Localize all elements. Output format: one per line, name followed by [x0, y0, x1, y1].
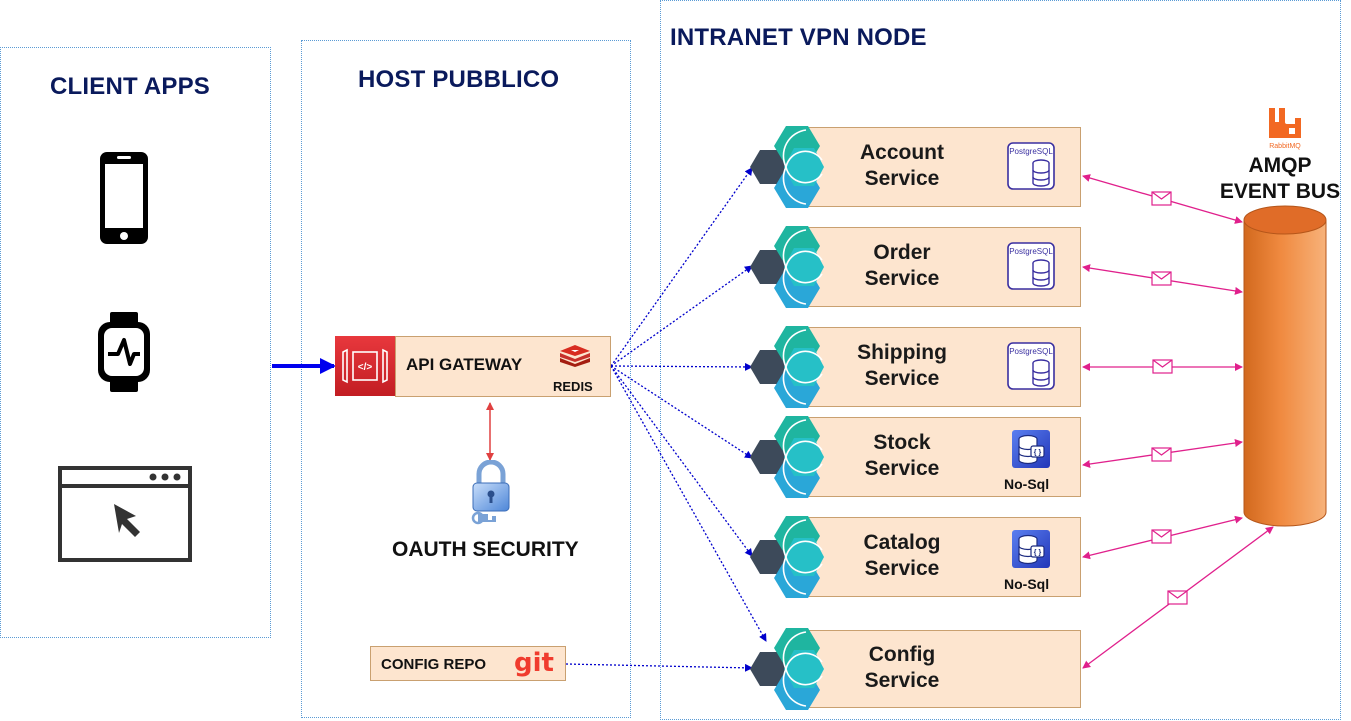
browser-window-icon: [58, 466, 192, 562]
api-gateway-box: API GATEWAY REDIS: [395, 336, 611, 397]
envelope-icon: [1151, 529, 1172, 544]
microservice-hexagon-icon: [750, 628, 824, 710]
service-name: Shipping: [857, 341, 947, 364]
service-name: Account: [860, 141, 944, 164]
service-name: Catalog: [863, 531, 941, 554]
service-suffix: Service: [864, 367, 940, 390]
postgresql-db-icon: PostgreSQL: [1007, 242, 1055, 290]
client-apps-title: CLIENT APPS: [50, 73, 210, 100]
envelope-icon: [1151, 191, 1172, 206]
api-gateway-label: API GATEWAY: [406, 355, 523, 374]
rabbitmq-brand: RabbitMQ: [1269, 143, 1301, 150]
service-suffix: Service: [864, 557, 940, 580]
event-bus-title: AMQP EVENT BUS: [1212, 153, 1348, 205]
service-suffix: Service: [864, 267, 940, 290]
redis-icon: [560, 345, 590, 367]
postgresql-db-icon: PostgreSQL: [1007, 342, 1055, 390]
host-pubblico-title: HOST PUBBLICO: [358, 66, 560, 93]
repo-to-config-link: [565, 663, 753, 672]
smartphone-icon: [100, 152, 148, 244]
microservice-hexagon-icon: [750, 126, 824, 208]
nosql-db-icon: { }: [1012, 530, 1050, 568]
envelope-icons: [1151, 191, 1188, 605]
intranet-panel: [660, 0, 1341, 720]
api-gateway-icon: </>: [335, 336, 395, 396]
smartwatch-icon: [98, 312, 150, 392]
event-bus-line1: AMQP: [1248, 154, 1312, 177]
config-repo-label: CONFIG REPO: [381, 656, 487, 673]
gateway-to-config-link: [610, 365, 767, 642]
nosql-caption: No-Sql: [1004, 576, 1050, 592]
gateway-service-links: [565, 167, 767, 672]
redis-label: REDIS: [553, 379, 593, 394]
service-name: Config: [868, 643, 936, 666]
config-repo-box: CONFIG REPO git: [370, 646, 566, 681]
gateway-to-shipping-link: [610, 362, 753, 371]
service-suffix: Service: [864, 457, 940, 480]
gateway-to-account-link: [610, 167, 753, 367]
event-bus-cylinder: [1243, 205, 1327, 527]
intranet-title: INTRANET VPN NODE: [670, 24, 927, 51]
envelope-icon: [1151, 447, 1172, 462]
svg-text:{ }: { }: [1034, 450, 1042, 457]
db-name: PostgreSQL: [1009, 347, 1053, 356]
microservice-hexagon-icon: [750, 516, 824, 598]
service-suffix: Service: [864, 669, 940, 692]
postgresql-db-icon: PostgreSQL: [1007, 142, 1055, 190]
gateway-to-order-link: [610, 265, 753, 367]
git-logo: git: [514, 648, 554, 678]
microservice-hexagon-icon: [750, 416, 824, 498]
envelope-icon: [1151, 271, 1172, 286]
service-name: Order: [873, 241, 931, 264]
host-pubblico-panel: [301, 40, 631, 718]
microservice-hexagon-icon: [750, 226, 824, 308]
gateway-to-stock-link: [610, 365, 753, 459]
nosql-caption: No-Sql: [1004, 476, 1050, 492]
oauth-security-label: OAUTH SECURITY: [392, 538, 579, 561]
svg-text:{ }: { }: [1034, 550, 1042, 557]
gateway-to-catalog-link: [610, 365, 753, 557]
nosql-db-icon: { }: [1012, 430, 1050, 468]
svg-text:</>: </>: [358, 362, 373, 373]
event-bus-line2: EVENT BUS: [1219, 180, 1341, 203]
envelope-icon: [1152, 359, 1173, 374]
db-name: PostgreSQL: [1009, 247, 1053, 256]
service-suffix: Service: [864, 167, 940, 190]
microservice-hexagon-icon: [750, 326, 824, 408]
padlock-icon: [471, 460, 510, 525]
client-apps-panel: [0, 47, 271, 638]
db-name: PostgreSQL: [1009, 147, 1053, 156]
service-name: Stock: [873, 431, 931, 454]
envelope-icon: [1167, 590, 1188, 605]
rabbitmq-logo: RabbitMQ: [1269, 108, 1301, 150]
